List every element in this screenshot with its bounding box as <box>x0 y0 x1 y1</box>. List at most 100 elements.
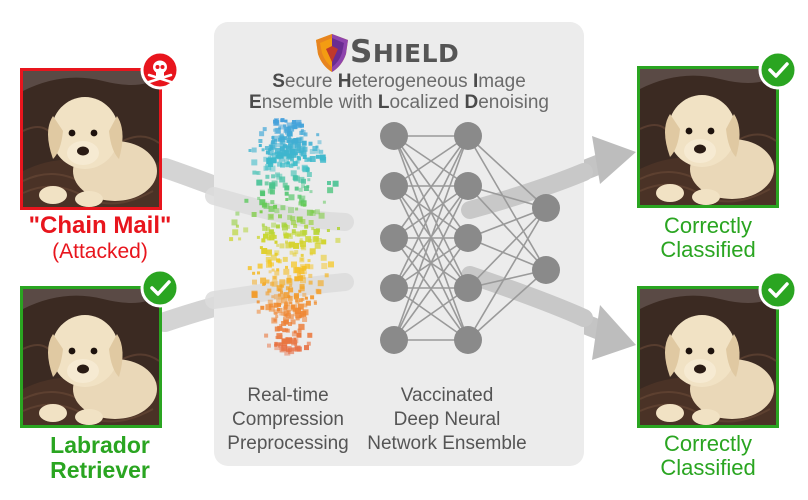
compression-pixel <box>302 166 309 173</box>
compression-pixel <box>266 261 272 268</box>
compression-pixel <box>291 229 296 234</box>
compression-pixel <box>295 207 299 211</box>
compression-pixel <box>261 238 266 243</box>
network-node <box>380 172 408 200</box>
compression-pixel <box>300 253 304 257</box>
compression-pixel <box>277 307 283 313</box>
network-edge <box>393 135 469 239</box>
compression-pixel <box>257 196 261 200</box>
compression-pixel <box>298 187 303 192</box>
output-top-label-line-1: Correctly <box>663 213 752 238</box>
compression-pixel <box>309 252 313 256</box>
compression-pixel <box>287 295 293 301</box>
compression-pixel <box>269 165 276 172</box>
panel-flow-bottom <box>205 273 354 309</box>
compression-pixel <box>292 340 297 345</box>
compression-pixel <box>281 311 286 316</box>
compression-pixel <box>276 243 280 247</box>
compression-pixel <box>307 259 311 263</box>
compression-pixel <box>267 343 271 348</box>
compression-pixel <box>300 310 307 317</box>
compression-pixel <box>300 123 304 128</box>
compression-pixel <box>262 225 268 231</box>
compression-pixel <box>302 203 306 207</box>
compression-pixel <box>263 156 269 162</box>
compression-pixel <box>282 145 289 152</box>
neural-network-ensemble <box>380 122 560 354</box>
shield-title: SHIELD <box>350 34 459 70</box>
ensemble-caption-line-2: Deep Neural <box>393 409 501 430</box>
compression-pixel <box>257 263 263 269</box>
network-node <box>532 194 560 222</box>
compression-pixel <box>289 284 293 288</box>
compression-pixel <box>308 273 313 278</box>
compression-pixel <box>273 119 280 126</box>
compression-pixel <box>244 198 249 203</box>
compression-pixel <box>298 124 302 128</box>
compression-pixel <box>284 191 289 196</box>
compression-pixel <box>328 261 334 268</box>
compression-pixel <box>300 240 306 247</box>
compression-pixel <box>335 237 341 243</box>
compression-pixel <box>288 322 292 326</box>
compression-pixel <box>276 128 281 134</box>
compression-pixel <box>300 129 304 132</box>
compression-pixel <box>264 146 269 150</box>
compression-pixel <box>264 181 269 186</box>
subtitle-initial: S <box>272 71 285 92</box>
compression-pixel <box>290 140 294 144</box>
compression-pixel <box>278 288 281 292</box>
compression-pixel <box>296 216 303 223</box>
network-node <box>454 122 482 150</box>
compression-pixel <box>319 154 326 161</box>
compression-pixel <box>276 151 282 157</box>
compression-pixel <box>288 125 295 132</box>
compression-pixel <box>284 119 288 123</box>
compression-pixel <box>284 185 290 191</box>
compression-pixel <box>286 337 293 344</box>
compression-pixel <box>278 293 285 300</box>
compression-pixel <box>283 268 290 275</box>
compression-pixel <box>279 124 285 130</box>
compression-pixel <box>268 234 275 241</box>
compression-pixel <box>288 194 295 201</box>
compression-pixel <box>252 279 257 285</box>
compression-pixel <box>318 212 325 219</box>
network-edge <box>467 237 547 271</box>
compression-pixel <box>296 346 302 352</box>
compression-pixel <box>264 333 269 338</box>
compression-pixel <box>287 295 291 299</box>
compression-pixel <box>229 237 234 242</box>
compression-pixel <box>276 268 280 272</box>
compression-pixel <box>291 331 297 337</box>
compression-pixel <box>299 147 305 153</box>
skull-crossbones-icon <box>140 50 180 90</box>
compression-pixel <box>290 319 296 325</box>
compression-pixel <box>252 170 257 175</box>
compression-pixel <box>273 302 279 308</box>
compression-pixel <box>281 284 285 288</box>
compression-pixel <box>301 274 306 279</box>
network-edge <box>393 237 469 341</box>
compression-pixel <box>278 342 283 347</box>
compression-pixel <box>285 346 292 353</box>
compression-pixel <box>259 246 263 250</box>
compression-pixel <box>309 190 313 194</box>
compression-pixel <box>260 191 266 197</box>
compression-pixel <box>316 133 320 137</box>
compression-pixel <box>292 125 297 130</box>
compression-pixel <box>271 280 278 287</box>
compression-pixel <box>300 200 307 207</box>
compression-pixel <box>291 138 298 145</box>
compression-pixel <box>276 285 283 292</box>
compression-pixel <box>308 141 313 146</box>
output-top-label-line-2: Classified <box>660 237 756 262</box>
compression-pixel <box>256 309 261 314</box>
compression-pixel <box>276 225 280 229</box>
compression-pixel <box>296 143 301 148</box>
subtitle-initial: H <box>337 71 352 92</box>
network-edge <box>467 135 547 209</box>
network-node <box>380 224 408 252</box>
compression-pixel <box>275 314 279 318</box>
compression-pixel <box>251 159 258 166</box>
